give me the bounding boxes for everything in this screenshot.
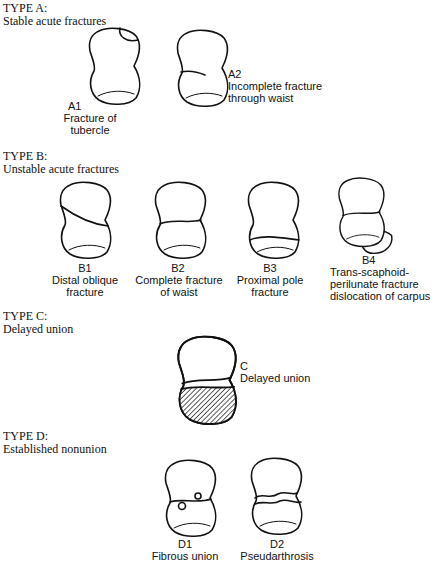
fracture-label: Distal oblique fracture: [46, 274, 124, 298]
bone-d2: [251, 458, 301, 534]
type-heading: TYPE C:: [3, 310, 163, 323]
type-subheading: Delayed union: [3, 323, 203, 336]
type-heading: TYPE B:: [3, 150, 163, 163]
fracture-label: Complete fracture of waist: [132, 274, 226, 298]
bone-b1: [60, 182, 110, 258]
bone-a2: [177, 30, 227, 106]
bone-c: [172, 337, 243, 434]
type-subheading: Unstable acute fractures: [3, 163, 203, 176]
fracture-label: Pseudarthrosis: [230, 550, 324, 562]
callout-number: B3: [255, 262, 285, 274]
type-heading: TYPE A:: [3, 2, 163, 15]
bone-b3: [248, 182, 299, 258]
bone-b2: [155, 182, 205, 258]
bone-b4: [339, 178, 392, 253]
bone-d1: [165, 460, 215, 536]
fracture-label: Incomplete fracture through waist: [228, 80, 332, 104]
fracture-label: Delayed union: [240, 372, 340, 384]
callout-number: A2: [228, 68, 258, 80]
fracture-label: Trans-scaphoid-perilunate fracture dislo…: [330, 266, 431, 302]
callout-number: B2: [163, 262, 193, 274]
callout-number: B4: [362, 254, 392, 266]
type-heading: TYPE D:: [3, 430, 163, 443]
type-subheading: Stable acute fractures: [3, 15, 203, 28]
fracture-label: Fibrous union: [140, 550, 230, 562]
fracture-label: Proximal pole fracture: [232, 274, 308, 298]
bone-a1: [89, 28, 139, 104]
callout-number: D1: [170, 538, 200, 550]
callout-number: B1: [70, 262, 100, 274]
callout-number: A1: [68, 100, 98, 112]
callout-number: C: [240, 360, 270, 372]
callout-number: D2: [262, 538, 292, 550]
fracture-label: Fracture of tubercle: [58, 112, 122, 136]
type-subheading: Established nonunion: [3, 443, 203, 456]
